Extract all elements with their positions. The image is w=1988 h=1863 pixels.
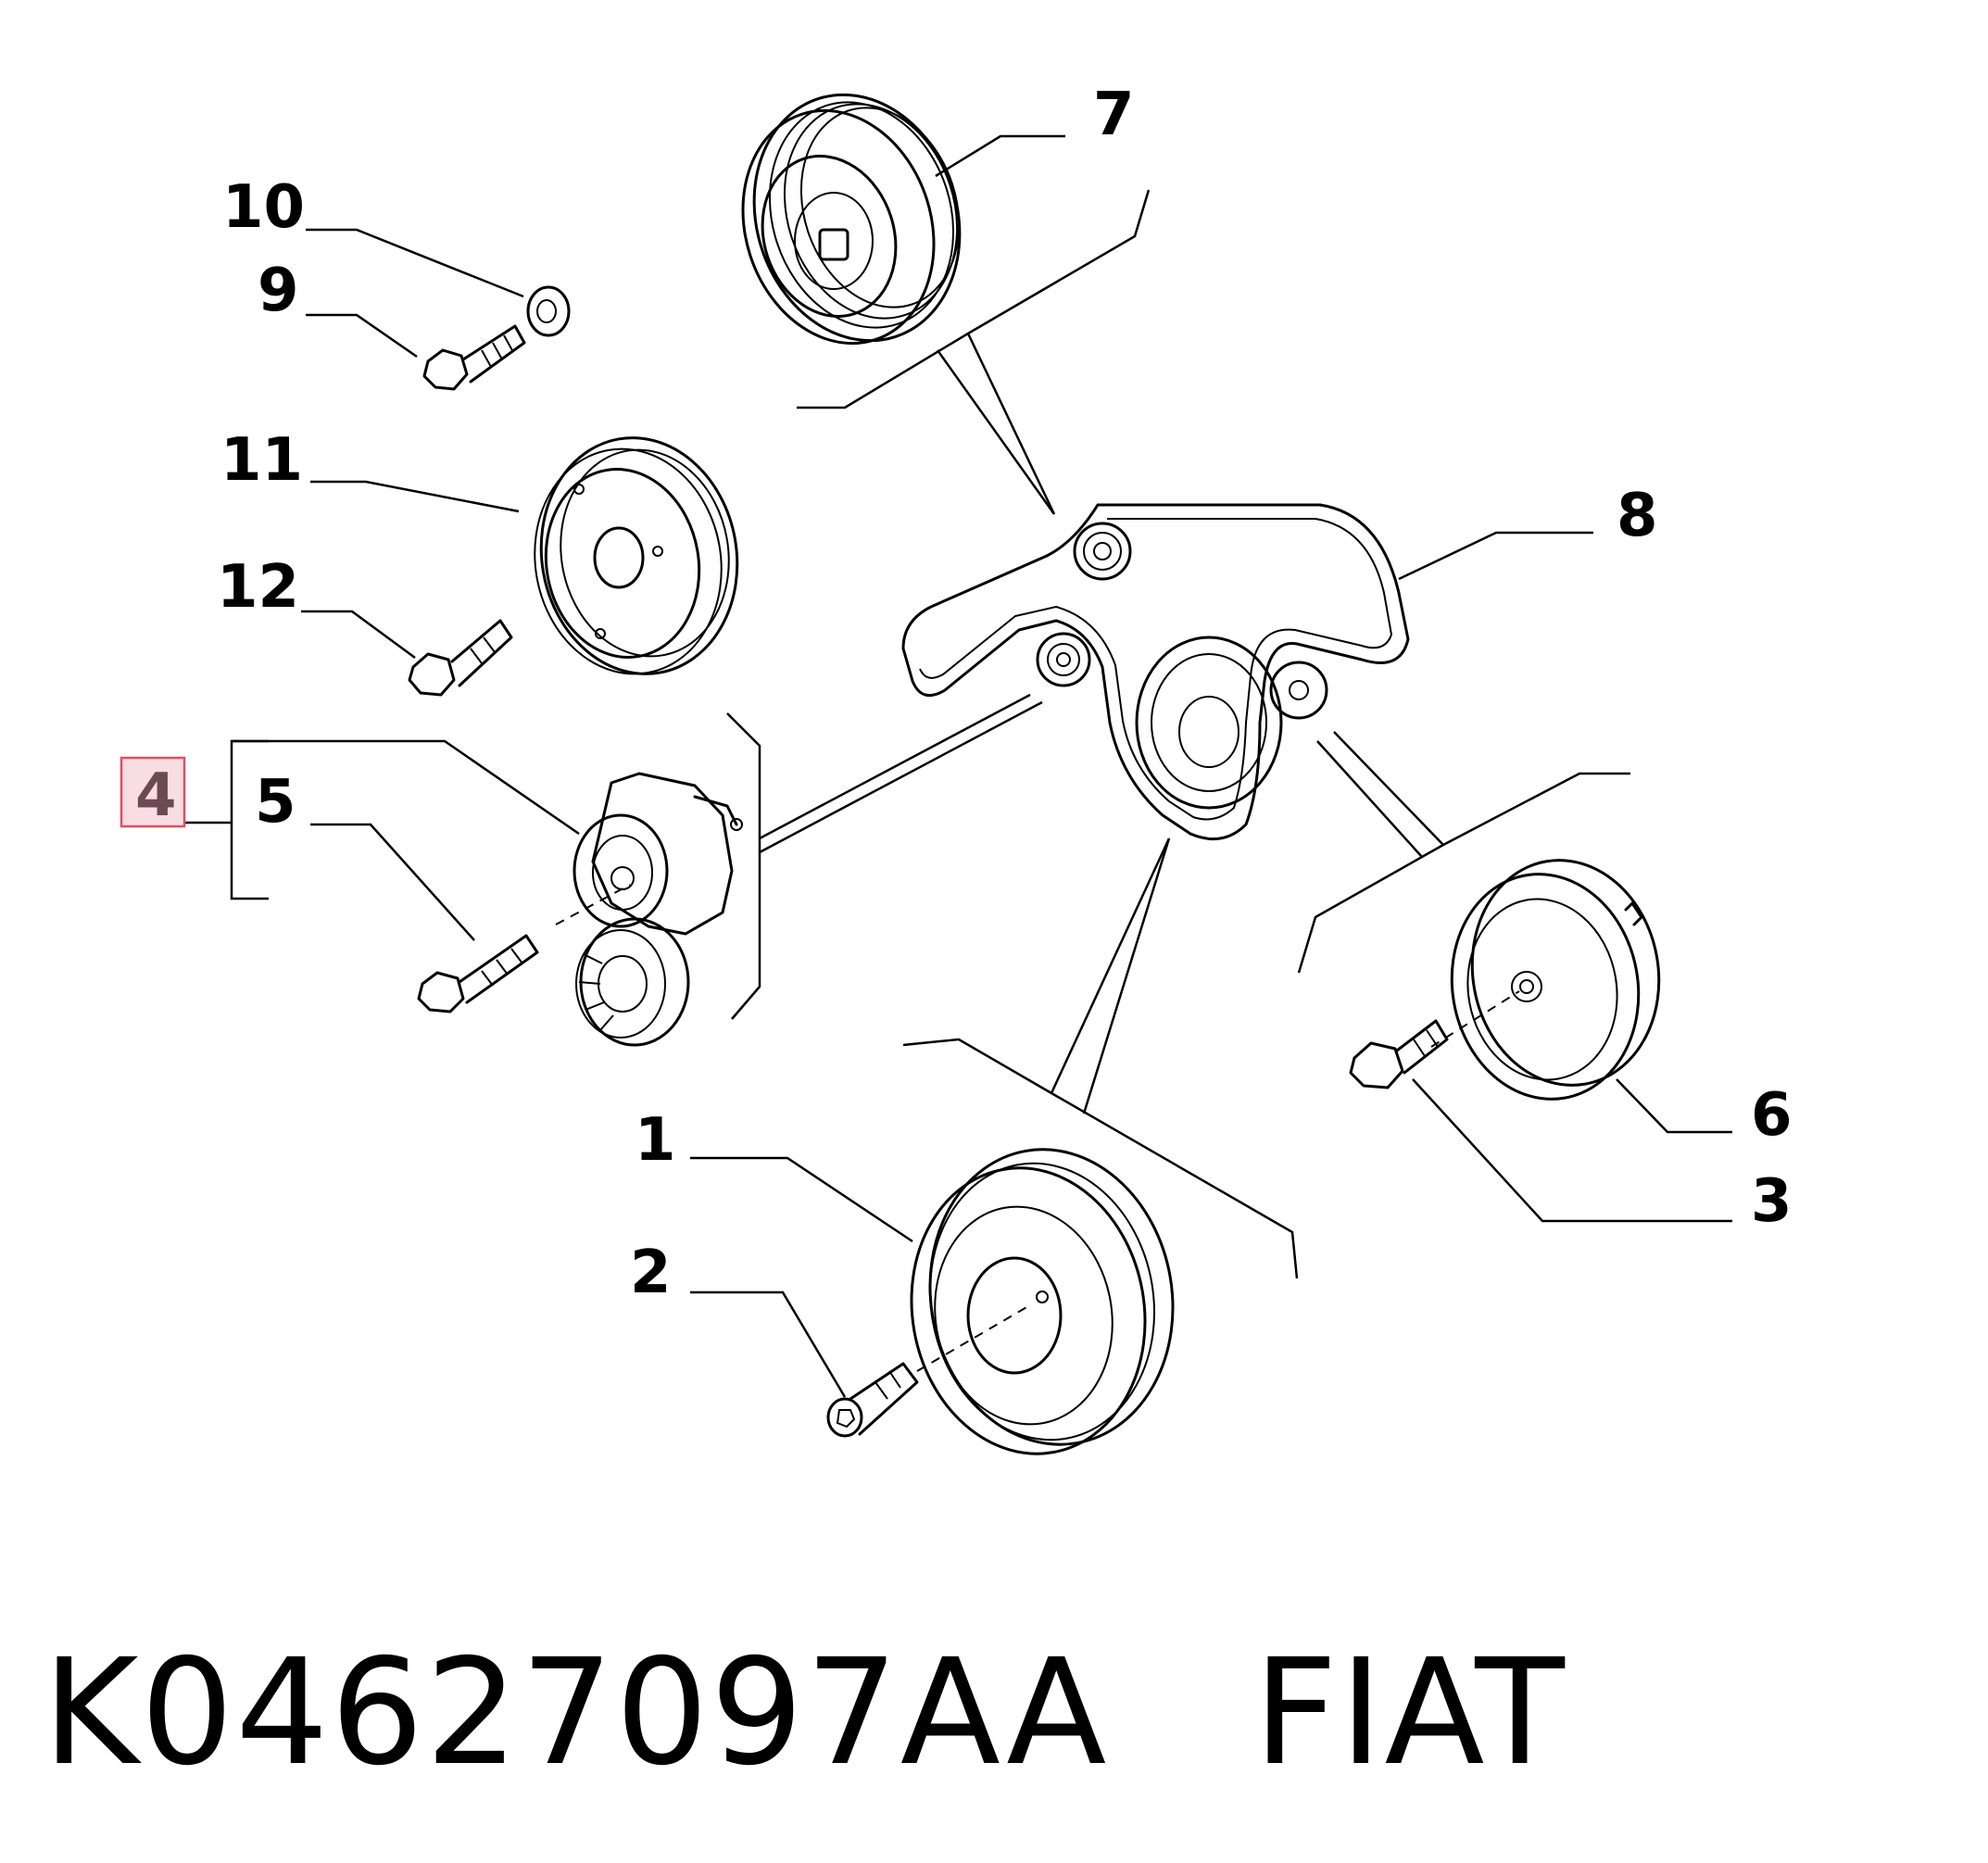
callout-12: 12 — [217, 553, 299, 622]
bolt-2 — [826, 1362, 919, 1438]
bolt-12 — [408, 619, 513, 697]
callout-2: 2 — [630, 1239, 672, 1307]
brand-name: FIAT — [1253, 1628, 1566, 1798]
callout-8: 8 — [1617, 482, 1658, 550]
pulley-7 — [741, 93, 962, 346]
callout-9: 9 — [258, 257, 299, 325]
callout-3: 3 — [1751, 1167, 1793, 1236]
pulley-6 — [1430, 859, 1661, 1101]
bolt-3 — [1349, 1019, 1449, 1089]
callout-11: 11 — [220, 426, 303, 495]
callout-4-highlight — [120, 756, 186, 828]
callout-10: 10 — [222, 173, 305, 242]
callout-7: 7 — [1093, 81, 1135, 149]
bolt-5 — [417, 934, 539, 1013]
crankshaft-pulley-1 — [910, 1148, 1175, 1455]
callout-6: 6 — [1751, 1081, 1793, 1150]
part-caption: K04627097AA FIAT — [43, 1640, 1566, 1786]
bolt-9 — [422, 324, 526, 391]
tensioner-4 — [555, 772, 743, 1047]
belt-8 — [901, 503, 1410, 841]
callouts: 10 9 11 12 4 5 7 8 6 3 1 2 — [120, 81, 1793, 1307]
washer-10 — [526, 285, 571, 337]
callout-1: 1 — [635, 1106, 676, 1175]
leader-lines — [301, 134, 1732, 1398]
callout-4: 4 — [135, 762, 177, 830]
pulley-11 — [534, 436, 739, 675]
part-number: K04627097AA — [43, 1628, 1109, 1798]
group-brackets — [185, 189, 1630, 1279]
callout-5: 5 — [255, 768, 296, 837]
